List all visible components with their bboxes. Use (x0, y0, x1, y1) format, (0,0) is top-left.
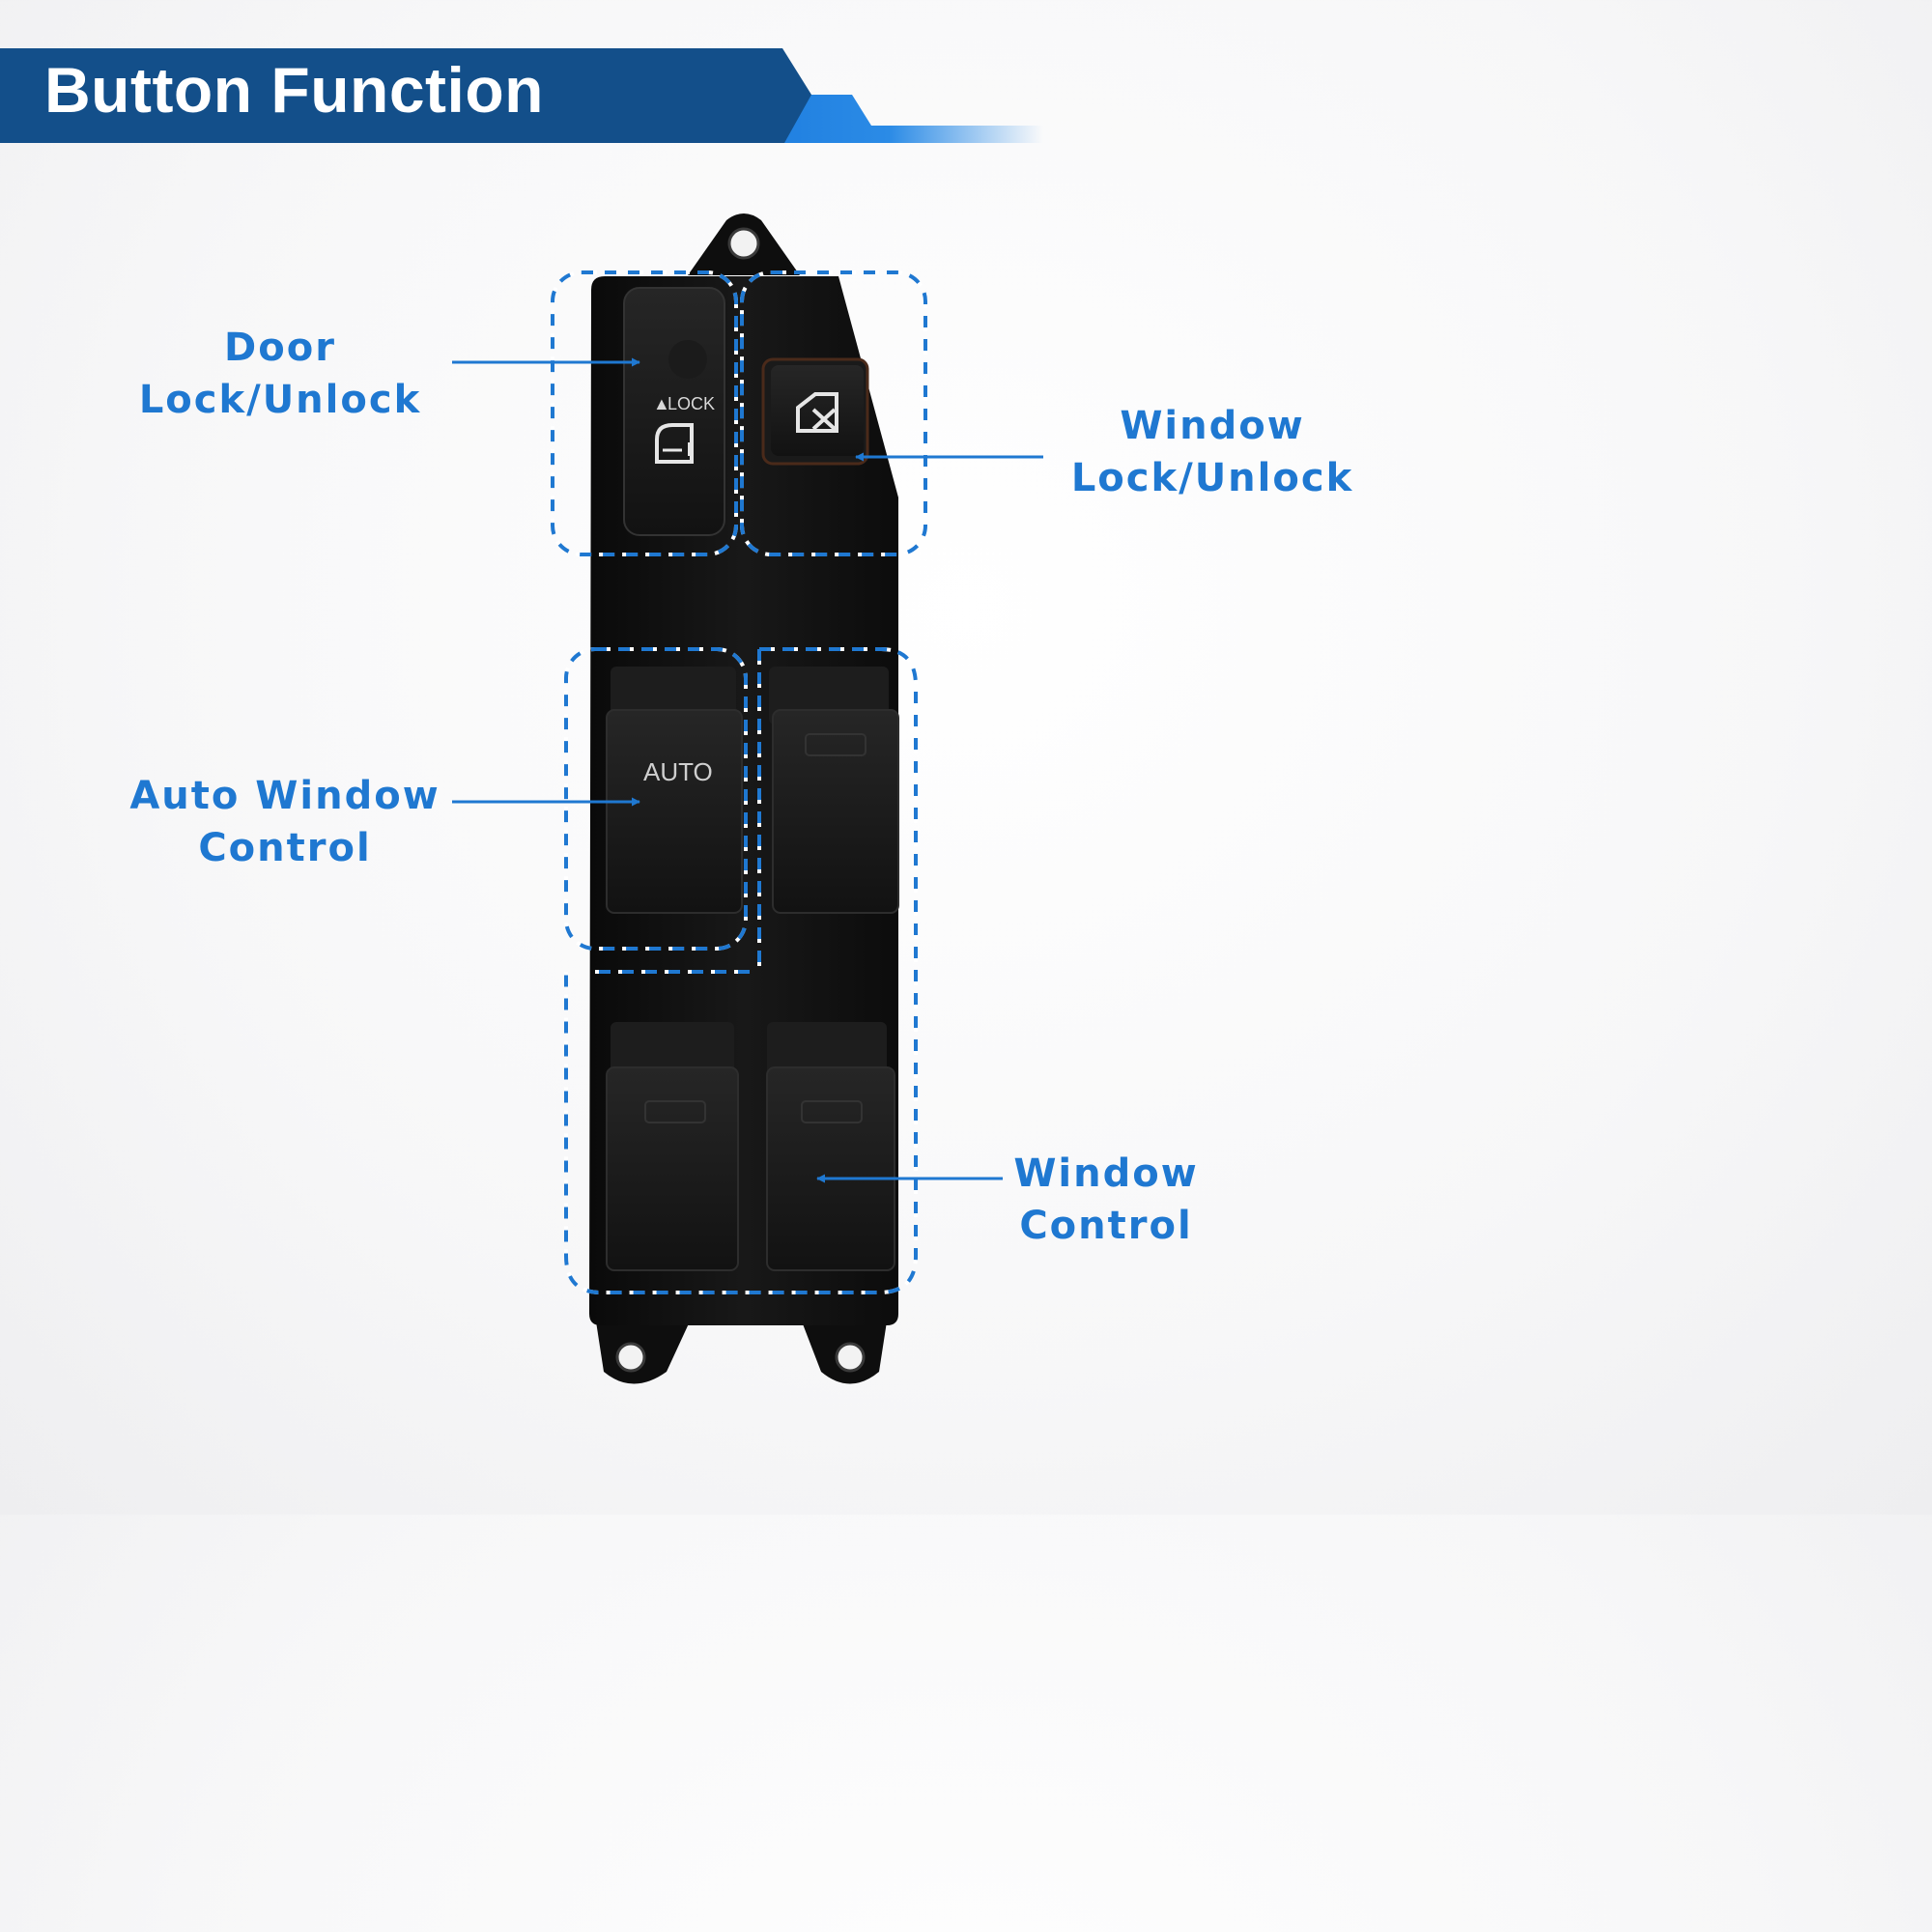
door-lock-button[interactable]: ▲ LOCK (623, 287, 725, 536)
title-banner (0, 48, 1043, 143)
window-switch-panel: ▲ LOCK AUTO (589, 213, 899, 1384)
callout-line: Door (224, 326, 336, 370)
arrow-icon (452, 357, 1043, 1183)
window-switch-rear-left[interactable] (606, 1022, 739, 1271)
window-switch-rear-right[interactable] (766, 1022, 895, 1271)
callout-line: Auto Window (129, 774, 440, 818)
door-lock-icon (655, 423, 694, 464)
page-title: Button Function (44, 54, 545, 126)
window-lock-button[interactable] (761, 357, 869, 466)
callout-line: Control (1019, 1204, 1193, 1248)
callout-line: Lock/Unlock (1070, 456, 1354, 500)
callout-auto-window: Auto Window Control (126, 770, 444, 874)
callout-window-lock: Window Lock/Unlock (1063, 400, 1362, 504)
callout-line: Window (1120, 404, 1305, 448)
auto-text: AUTO (643, 757, 713, 786)
auto-window-button[interactable]: AUTO (606, 667, 743, 914)
diagram-canvas: ▲ LOCK AUTO (0, 48, 1043, 1384)
callout-door-lock: Door Lock/Unlock (135, 322, 425, 426)
window-lock-icon (796, 392, 838, 433)
highlight-regions (551, 270, 927, 1294)
callout-window-control: Window Control (1005, 1148, 1208, 1252)
callout-line: Lock/Unlock (138, 378, 422, 422)
callout-line: Window (1013, 1151, 1199, 1196)
lock-arrow-glyph: ▲ (653, 394, 670, 413)
lock-text: LOCK (668, 394, 715, 413)
callout-line: Control (198, 826, 372, 870)
window-switch-front-right[interactable] (769, 667, 899, 914)
